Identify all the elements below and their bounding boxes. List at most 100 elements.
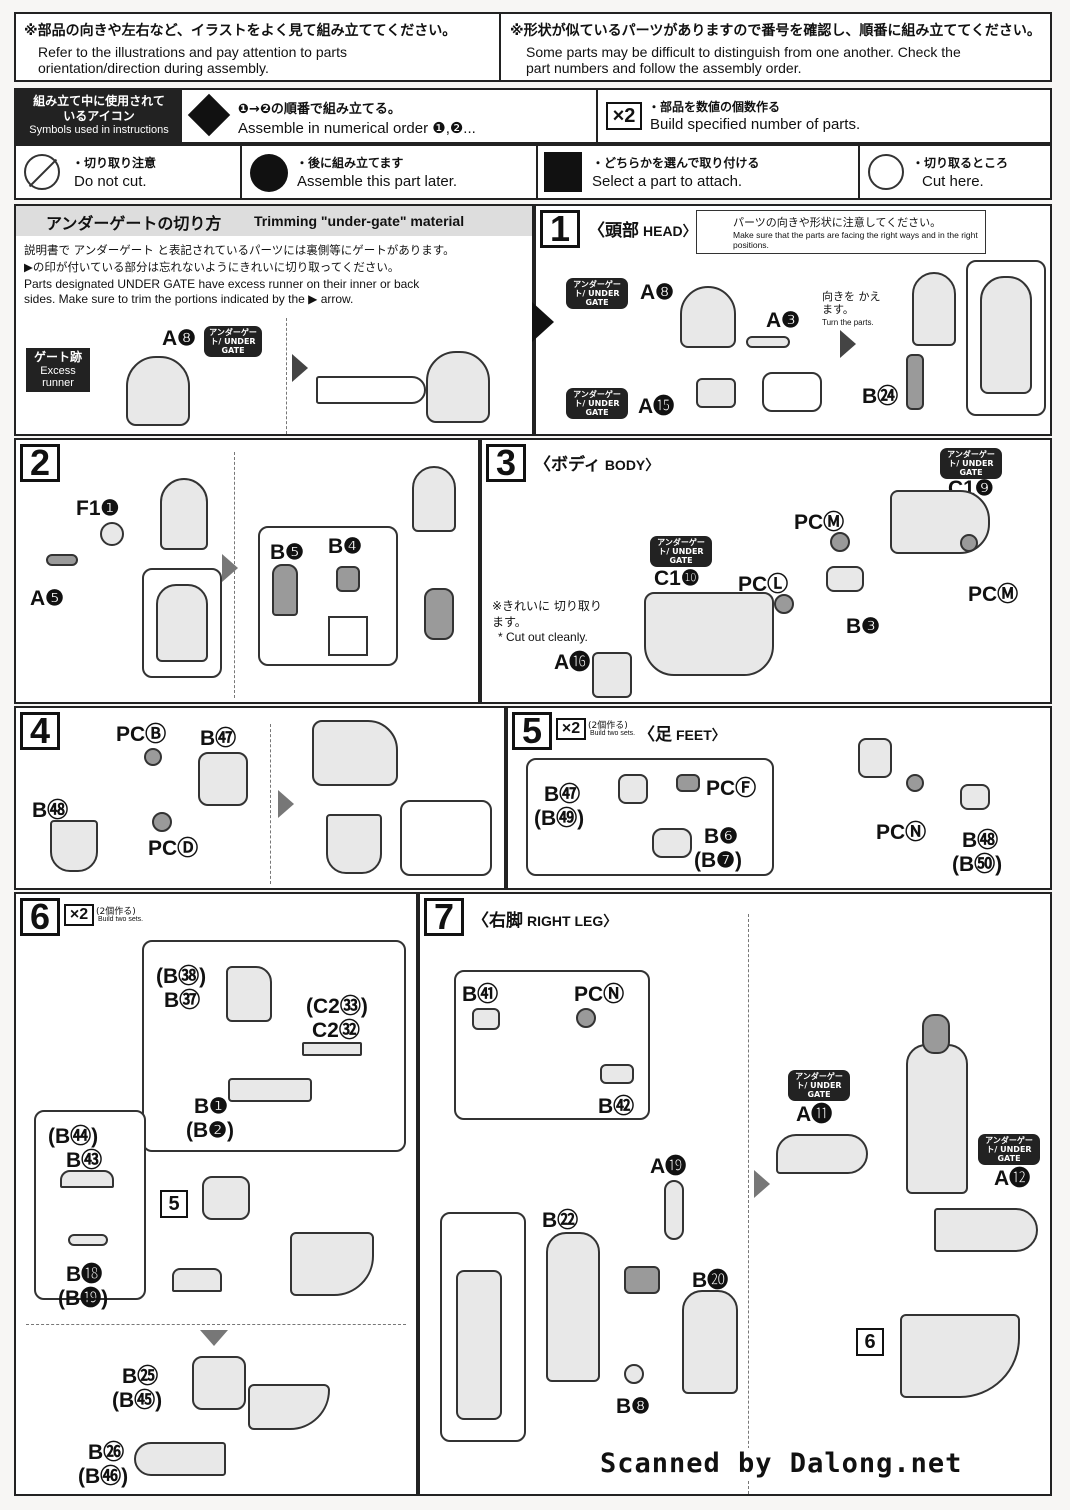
step-1-badge-a15: アンダーゲート/ UNDER GATE — [566, 388, 628, 419]
step-1-head-part — [680, 286, 736, 348]
symbols-title-en: Symbols used in instructions — [29, 124, 169, 136]
step-4-divider — [270, 724, 271, 884]
cut-en: Cut here. — [922, 173, 984, 190]
step-1-number: 1 — [540, 210, 580, 248]
step-5-part-b48: B㊽ — [962, 829, 999, 852]
step-2-part-b4: B❹ — [328, 535, 362, 558]
step-1-enter-arrow — [532, 302, 554, 342]
step-7-part-a11: A⓫ — [796, 1103, 833, 1126]
step-6-number: 6 — [20, 898, 60, 936]
step-7-b42-part — [600, 1064, 634, 1084]
step-2-detail-head — [156, 584, 208, 662]
step-1-visor-detail — [762, 372, 822, 412]
step-6-part-b64: (B㊹) — [48, 1125, 99, 1148]
later-icon — [250, 154, 288, 192]
step-5-multiply-icon: ×2 — [556, 718, 586, 740]
step-7-sub-step-6: 6 — [856, 1328, 884, 1356]
step-7-b41-part — [472, 1008, 500, 1030]
step-5-part-b6: B❻ — [704, 825, 738, 848]
step-1-note-jp: パーツの向きや形状に注意してください。 — [733, 216, 942, 229]
step-6-part-b18: B⓲ — [66, 1263, 103, 1286]
nocut-en: Do not cut. — [74, 173, 147, 190]
step-1-head-side — [912, 272, 956, 346]
step-7-a11-part — [776, 1134, 868, 1174]
step-7-part-b42: B㊷ — [598, 1095, 635, 1118]
step-6-part-b25: B㉕ — [122, 1365, 159, 1388]
symbols-title-box: 組み立て中に使用されているアイコン Symbols used in instru… — [16, 90, 182, 142]
step-5-b47-part — [618, 774, 648, 804]
symbols-legend: 組み立て中に使用されているアイコン Symbols used in instru… — [14, 88, 1052, 144]
step-7-thruster-part — [922, 1014, 950, 1054]
step-3-cut-en: * Cut out cleanly. — [498, 630, 588, 644]
step-1-turn-jp: 向きを かえます。 — [822, 290, 881, 316]
step-6-assembled-blade — [248, 1384, 330, 1430]
step-1-face-part — [696, 378, 736, 408]
step-7-title-jp: 〈右脚 — [472, 911, 523, 931]
step-7-part-b22: B㉒ — [542, 1209, 579, 1232]
step-3-part-b3: B❸ — [846, 615, 880, 638]
step-1-visor-part — [746, 336, 790, 348]
step-2-part-f1-1: F1❶ — [76, 497, 120, 520]
select-en: Select a part to attach. — [592, 173, 743, 190]
step-5-part-b7: (B❼) — [694, 849, 742, 872]
step-1-part-a3: A❸ — [766, 309, 800, 332]
header-divider — [499, 14, 501, 80]
undergate-part-label: A❽ — [162, 327, 196, 350]
header-right-jp: ※形状が似ているパーツがありますので番号を確認し、順番に組み立ててください。 — [510, 23, 1041, 39]
step-1-turn-arrow — [840, 330, 856, 358]
step-4-part-pcd: PCⒹ — [148, 837, 199, 860]
step-2-part-b5: B❺ — [270, 541, 304, 564]
step-6-part-b63: B㊸ — [66, 1149, 103, 1172]
sym-div-3 — [858, 146, 860, 198]
step-3-pcm2-part — [960, 534, 978, 552]
multiply-icon: ×2 — [606, 102, 642, 130]
excess-en: Excess runner — [40, 365, 76, 389]
step-6-multiply-icon: ×2 — [64, 904, 94, 926]
step-6-part-b19: (B⓳) — [58, 1287, 109, 1310]
step-1-title-en: HEAD〉 — [643, 223, 697, 239]
symbols-divider — [596, 90, 598, 142]
step-3-part-a16: A⓰ — [554, 651, 591, 674]
step-7-divider — [748, 914, 749, 1494]
undergate-title-en: Trimming "under-gate" material — [254, 213, 465, 229]
step-3-title-en: BODY〉 — [604, 457, 660, 473]
cut-icon — [868, 154, 904, 190]
step-7-badge-a12: アンダーゲート/ UNDER GATE — [978, 1134, 1040, 1165]
step-4-part-pcb: PCⒷ — [116, 723, 167, 746]
nocut-icon — [24, 154, 60, 190]
multi-jp: ・部品を数値の個数作る — [648, 100, 781, 114]
step-6-sub-step-5: 5 — [160, 1190, 188, 1218]
step-6-part-b38: (B㊳) — [156, 965, 207, 988]
step-3-b3-part — [826, 566, 864, 592]
step-5-x2-jp: (2個作る) — [588, 721, 628, 731]
step-2-result-antenna — [424, 588, 454, 640]
undergate-divider — [286, 318, 287, 434]
step-7-a12-part — [934, 1208, 1038, 1252]
step-6-b63-part — [60, 1170, 114, 1188]
step-5-sub-inset — [526, 758, 774, 876]
step-1-note-en: Make sure that the parts are facing the … — [733, 230, 978, 250]
step-1-title-jp: 〈頭部 — [588, 221, 639, 241]
undergate-badge: アンダーゲート/ UNDER GATE — [204, 326, 262, 357]
step-4-pcd-part — [152, 812, 172, 832]
header-left-en: Refer to the illustrations and pay atten… — [38, 44, 347, 76]
step-5-part-b49: (B㊾) — [534, 807, 585, 830]
step-1-part-a8: A❽ — [640, 281, 674, 304]
step-7-part-b8: B❽ — [616, 1395, 650, 1418]
step-6-part-b26: B㉖ — [88, 1441, 125, 1464]
step-5-pcf-part — [676, 774, 700, 792]
step-6-part-b56: (B㊻) — [78, 1465, 129, 1488]
step-6-part-b1: B❶ — [194, 1095, 228, 1118]
scan-credit: Scanned by Dalong.net — [594, 1448, 969, 1479]
step-5-b48-part — [960, 784, 990, 810]
nipper-icon — [316, 376, 426, 404]
step-7-part-a12: A⓬ — [994, 1167, 1031, 1190]
select-icon — [544, 152, 582, 192]
step-1-badge-a8: アンダーゲート/ UNDER GATE — [566, 278, 628, 309]
order-en: Assemble in numerical order ❶,❷... — [238, 120, 476, 137]
